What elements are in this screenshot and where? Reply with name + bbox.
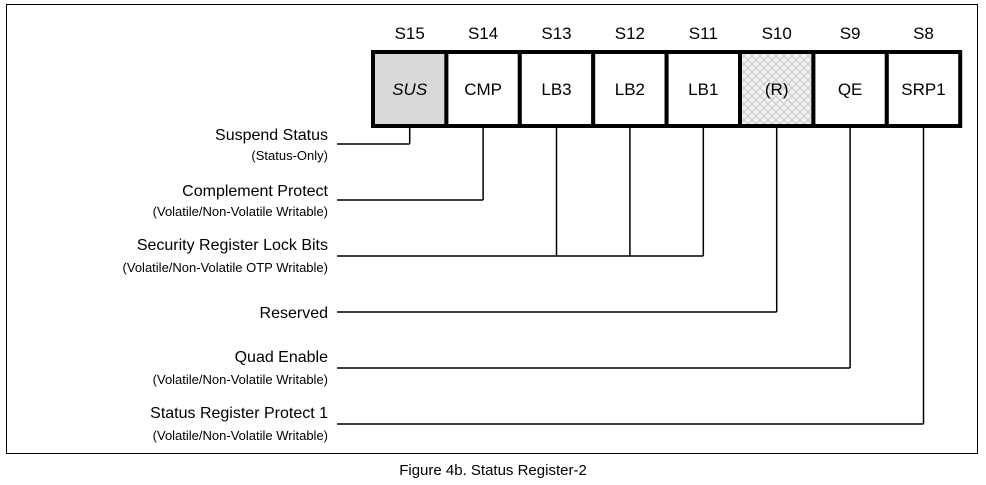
field-subtitle-security-register-lock-bits: (Volatile/Non-Volatile OTP Writable)	[123, 260, 328, 275]
figure-caption: Figure 4b. Status Register-2	[399, 462, 587, 479]
field-subtitle-suspend-status: (Status-Only)	[251, 148, 328, 163]
connector-lines	[337, 128, 925, 425]
field-title-status-register-protect-1: Status Register Protect 1	[150, 405, 328, 422]
bit-id-s12: S12	[615, 24, 645, 43]
field-title-quad-enable: Quad Enable	[235, 349, 329, 366]
bit-id-s8: S8	[913, 24, 934, 43]
bit-cell-s11	[664, 50, 742, 128]
bit-id-s9: S9	[840, 24, 861, 43]
field-label-list: Suspend Status (Status-Only) Complement Pr…	[123, 127, 329, 443]
bit-name-s11: LB1	[688, 80, 718, 99]
field-subtitle-complement-protect: (Volatile/Non-Volatile Writable)	[153, 204, 328, 219]
bit-id-s11: S11	[689, 24, 718, 43]
diagram-frame	[6, 4, 978, 454]
bit-name-s15: SUS	[392, 80, 428, 99]
bit-name-s8: SRP1	[901, 80, 945, 99]
bit-name-s13: LB3	[541, 80, 571, 99]
field-subtitle-quad-enable: (Volatile/Non-Volatile Writable)	[153, 372, 328, 387]
bit-id-s14: S14	[468, 24, 498, 43]
bit-id-s10: S10	[762, 24, 792, 43]
bit-cell-s10	[738, 50, 816, 128]
bit-cell-s15	[371, 50, 449, 128]
bit-id-s15: S15	[395, 24, 425, 43]
bit-name-s10: (R)	[765, 80, 789, 99]
field-subtitle-status-register-protect-1: (Volatile/Non-Volatile Writable)	[153, 428, 328, 443]
field-title-security-register-lock-bits: Security Register Lock Bits	[137, 237, 328, 254]
bit-id-row: S15 S14 S13 S12 S11 S10 S9 S8	[395, 24, 934, 43]
bit-name-s12: LB2	[615, 80, 645, 99]
register-bit-row: SUS CMP LB3 LB2 LB1 (R) QE SRP1	[371, 50, 963, 128]
bit-cell-s14	[444, 50, 522, 128]
field-title-reserved: Reserved	[260, 305, 328, 322]
field-title-suspend-status: Suspend Status	[215, 127, 328, 144]
field-title-complement-protect: Complement Protect	[182, 183, 328, 200]
bit-cell-s8	[884, 50, 963, 128]
bit-cell-s12	[591, 50, 669, 128]
bit-id-s13: S13	[541, 24, 571, 43]
bit-name-s14: CMP	[464, 80, 502, 99]
bit-cell-s9	[811, 50, 889, 128]
bit-name-s9: QE	[838, 80, 863, 99]
